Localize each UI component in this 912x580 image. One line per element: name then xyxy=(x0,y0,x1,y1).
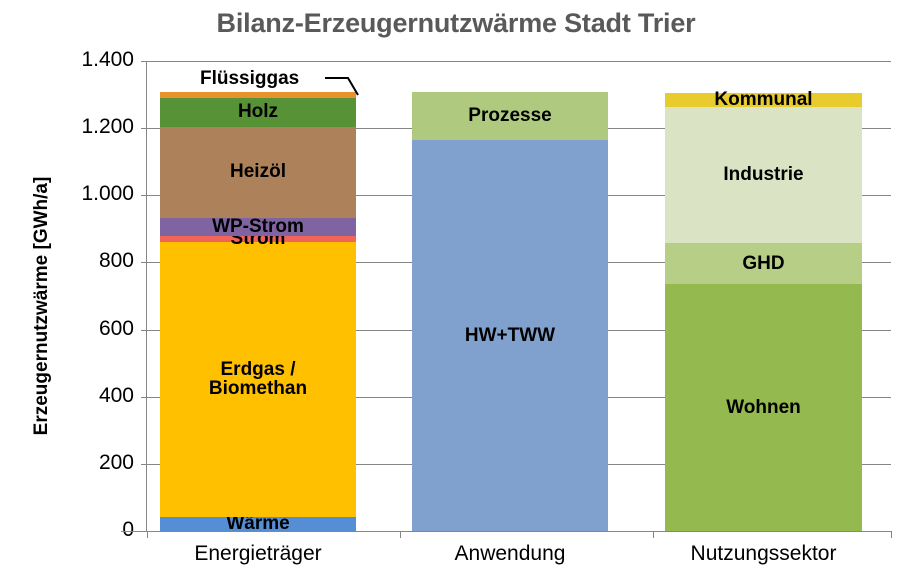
gridline-1.400 xyxy=(147,61,891,62)
x-axis-line xyxy=(121,531,891,532)
chart-title: Bilanz-Erzeugernutzwärme Stadt Trier xyxy=(216,8,696,38)
y-tick-label: 600 xyxy=(98,316,134,340)
y-tick-mark xyxy=(141,463,147,465)
bar-segment-label: Industrie xyxy=(723,164,804,186)
y-tick-label: 800 xyxy=(98,249,134,273)
y-tick-mark xyxy=(141,195,147,197)
bar-segment-label: HW+TWW xyxy=(464,324,556,346)
bar-segment-label: GHD xyxy=(742,252,785,274)
bar-segment-label: Heizöl xyxy=(230,161,286,183)
bar-segment-label: Kommunal xyxy=(714,89,813,111)
bar-anwendung[interactable]: HW+TWW Prozesse xyxy=(412,61,608,531)
y-tick-mark xyxy=(141,531,147,532)
y-tick-label: 1.200 xyxy=(81,115,134,139)
x-axis-label-energieträger: Energieträger xyxy=(194,542,322,565)
x-tick-mark xyxy=(653,531,654,538)
bar-segment-wp-strom[interactable]: WP-Strom xyxy=(160,215,356,237)
bar-segment-label: Holz xyxy=(237,101,279,123)
y-tick-mark xyxy=(141,396,147,398)
x-tick-mark xyxy=(147,531,148,538)
x-axis-label-nutzungssektor: Nutzungssektor xyxy=(690,542,837,565)
x-tick-mark xyxy=(891,531,892,538)
bar-segment-ghd[interactable]: GHD xyxy=(665,243,862,285)
x-axis-label-anwendung: Anwendung xyxy=(454,542,566,565)
y-tick-mark xyxy=(141,61,147,62)
bar-segment-label: Erdgas / Biomethan xyxy=(208,358,308,400)
bar-segment-w-rme[interactable]: Wärme xyxy=(160,512,356,534)
y-tick-mark xyxy=(141,262,147,264)
bar-segment-prozesse[interactable]: Prozesse xyxy=(412,92,608,141)
bar-segment-strom[interactable]: Strom xyxy=(160,229,356,248)
y-tick-label: 400 xyxy=(98,383,134,407)
y-tick-label: 0 xyxy=(122,518,134,541)
y-tick-label: 1.000 xyxy=(81,182,134,206)
y-tick-label: 200 xyxy=(98,450,134,474)
y-tick-label: 1.400 xyxy=(81,48,134,71)
bar-segment-kommunal[interactable]: Kommunal xyxy=(665,89,862,111)
bar-segment-wohnen[interactable]: Wohnen xyxy=(665,284,862,531)
bar-segment-heiz-l[interactable]: Heizöl xyxy=(160,126,356,218)
bar-segment-fl-ssiggas[interactable] xyxy=(160,91,356,98)
bar-segment-label: Wohnen xyxy=(726,396,801,418)
bar-segment-holz[interactable]: Holz xyxy=(160,97,356,127)
bar-segment-erdgas-biomethan[interactable]: Erdgas / Biomethan xyxy=(160,241,356,517)
bar-segment-label: Wärme xyxy=(226,512,290,534)
bar-segment-label: WP-Strom xyxy=(212,215,304,237)
bar-segment-label: Prozesse xyxy=(468,105,552,127)
bar-segment-industrie[interactable]: Industrie xyxy=(665,107,862,244)
y-tick-mark xyxy=(141,329,147,331)
y-tick-mark xyxy=(141,128,147,130)
y-axis-line xyxy=(146,61,147,532)
bar-segment-hw-tww[interactable]: HW+TWW xyxy=(412,140,608,531)
bar-nutzungssektor[interactable]: Wohnen GHD Industrie Kommunal xyxy=(665,61,862,531)
fluessiggas-callout-label: Flüssiggas xyxy=(200,68,300,89)
x-tick-mark xyxy=(400,531,401,538)
